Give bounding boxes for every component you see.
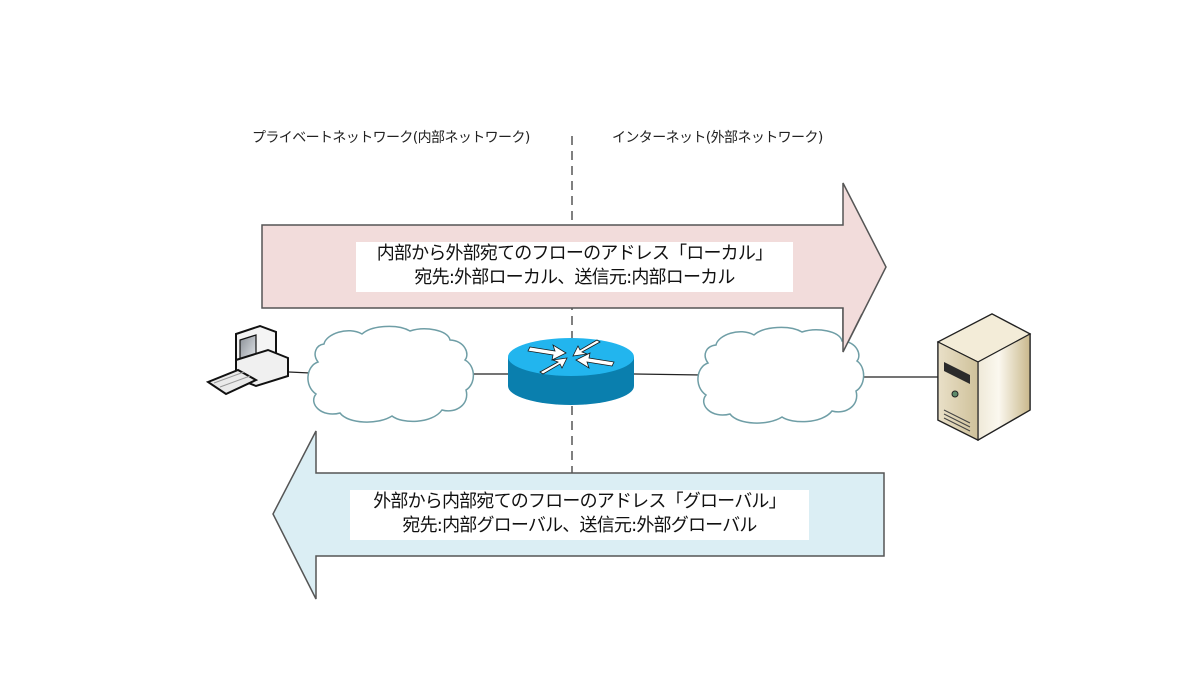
inbound-flow-detail: 宛先:内部グローバル、送信元:外部グローバル (402, 515, 757, 536)
router-icon (508, 338, 634, 405)
link-router-cloud (633, 373, 703, 376)
links (288, 371, 939, 378)
inbound-flow-label: 外部から内部宛てのフローのアドレス「グローバル」 宛先:内部グローバル、送信元:… (350, 490, 809, 540)
outbound-flow-detail: 宛先:外部ローカル、送信元:内部ローカル (414, 267, 735, 288)
outbound-flow-label: 内部から外部宛てのフローのアドレス「ローカル」 宛先:外部ローカル、送信元:内部… (356, 242, 793, 292)
desktop-computer-icon (205, 324, 289, 396)
outbound-flow-title: 内部から外部宛てのフローのアドレス「ローカル」 (376, 243, 773, 264)
link-pc-cloud (288, 371, 311, 374)
outbound-arrow-head-edge (842, 308, 863, 353)
private-cloud-icon (307, 325, 475, 423)
internet-label: インターネット(外部ネットワーク) (612, 130, 823, 146)
internet-cloud-icon (697, 326, 865, 424)
inbound-flow-title: 外部から内部宛てのフローのアドレス「グローバル」 (373, 491, 786, 512)
server-tower-icon (936, 313, 1032, 442)
private-network-label: プライベートネットワーク(内部ネットワーク) (252, 130, 530, 146)
